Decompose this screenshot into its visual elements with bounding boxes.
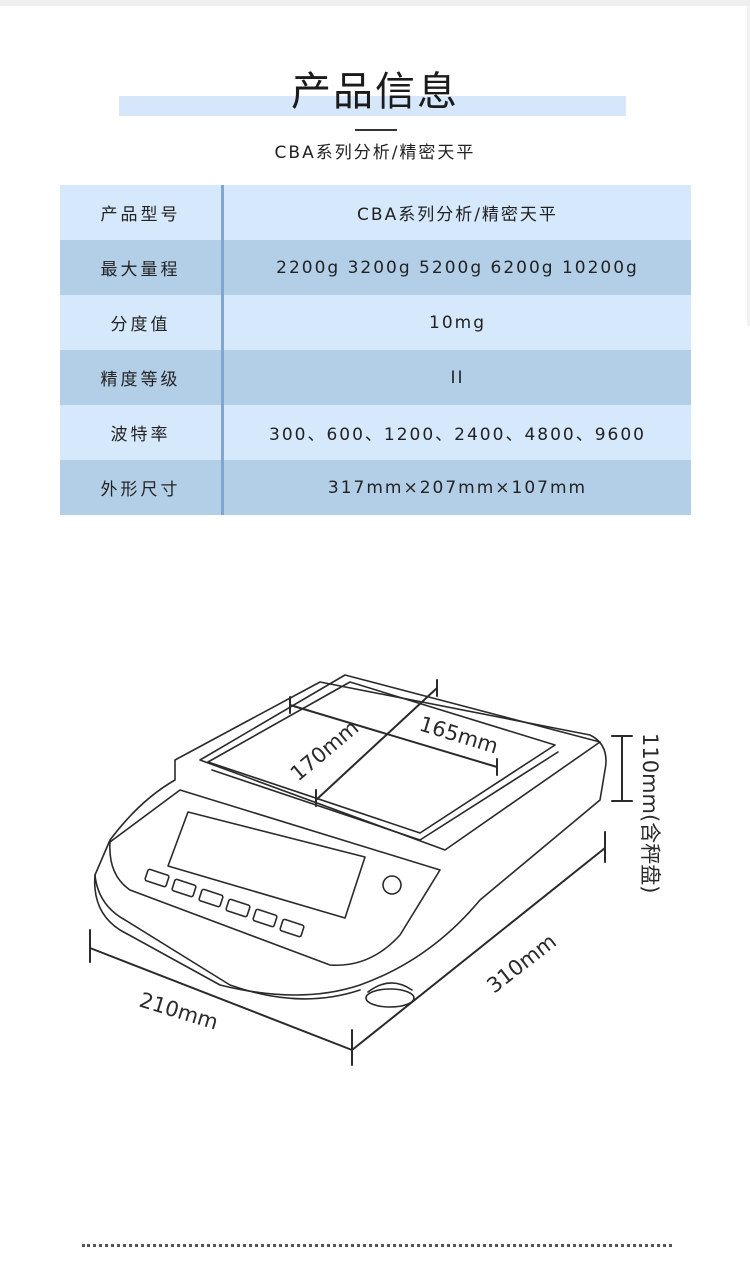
spec-label: 最大量程	[60, 240, 224, 295]
spec-value: II	[450, 367, 465, 388]
balance-front-panel	[109, 789, 441, 967]
spec-value: 300、600、1200、2400、4800、9600	[269, 425, 646, 445]
right-edge-strip	[747, 6, 750, 326]
dim-label-height: 110mm(含秤盘)	[638, 733, 662, 893]
spec-value: 2200g 3200g 5200g 6200g 10200g	[276, 257, 639, 278]
spec-row-division: 分度值 10mg	[60, 295, 691, 350]
title-highlight-band	[119, 96, 626, 116]
spec-label: 波特率	[60, 405, 224, 460]
spec-row-baud-rate: 波特率 300、600、1200、2400、4800、9600	[60, 405, 691, 460]
balance-dimension-diagram: 165mm 170mm 110mm(含秤盘) 210mm 310mm	[89, 674, 662, 1066]
title-underline	[355, 129, 397, 131]
dim-line-pan-depth	[315, 687, 438, 801]
keypad-button	[279, 918, 305, 938]
leveling-foot-top	[367, 982, 413, 993]
weighing-pan-rim	[211, 751, 559, 841]
keypad-button	[225, 898, 251, 918]
balance-round-button	[382, 875, 402, 895]
spec-row-model: 产品型号 CBA系列分析/精密天平	[60, 185, 691, 240]
balance-body-bottom	[94, 874, 361, 1000]
spec-table: 产品型号 CBA系列分析/精密天平 最大量程 2200g 3200g 5200g…	[60, 185, 691, 515]
spec-label: 产品型号	[60, 185, 224, 240]
balance-body-outline	[93, 681, 607, 996]
keypad-button	[144, 868, 170, 888]
keypad-button	[252, 908, 278, 928]
balance-display-screen	[167, 811, 366, 919]
spec-value: 10mg	[429, 312, 486, 333]
top-strip	[0, 0, 750, 6]
dim-label-pan-depth: 170mm	[286, 715, 363, 785]
balance-top-deck	[199, 674, 601, 851]
spec-row-max-capacity: 最大量程 2200g 3200g 5200g 6200g 10200g	[60, 240, 691, 295]
keypad-button	[171, 878, 197, 898]
footer-dotted-divider	[82, 1244, 672, 1247]
dim-line-width	[89, 947, 353, 1051]
dim-line-pan-width	[289, 704, 498, 768]
spec-row-dimensions: 外形尺寸 317mm×207mm×107mm	[60, 460, 691, 515]
leveling-foot	[365, 988, 415, 1008]
spec-label: 精度等级	[60, 350, 224, 405]
spec-value: 317mm×207mm×107mm	[327, 477, 588, 498]
spec-value: CBA系列分析/精密天平	[357, 205, 558, 225]
keypad-button	[198, 888, 224, 908]
spec-row-accuracy-class: 精度等级 II	[60, 350, 691, 405]
page-title: 产品信息	[291, 69, 459, 115]
spec-label: 外形尺寸	[60, 460, 224, 515]
dim-label-depth: 310mm	[482, 929, 561, 998]
dim-label-pan-width: 165mm	[417, 712, 501, 759]
dim-line-depth	[351, 847, 606, 1051]
spec-label: 分度值	[60, 295, 224, 350]
page-subtitle: CBA系列分析/精密天平	[274, 143, 476, 163]
